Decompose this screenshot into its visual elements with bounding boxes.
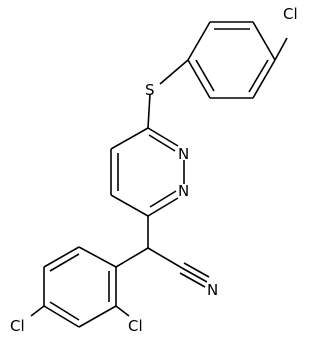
bond xyxy=(115,247,149,268)
bond xyxy=(78,305,117,328)
bond-lines xyxy=(30,21,288,328)
chemical-structure-diagram: Cl S N N N Cl Cl xyxy=(10,5,298,335)
bond xyxy=(115,305,130,317)
bond xyxy=(148,134,176,152)
bond xyxy=(179,272,206,288)
bond xyxy=(110,127,149,150)
bond xyxy=(159,59,189,85)
bond xyxy=(195,59,215,92)
bond xyxy=(252,59,276,99)
bond xyxy=(147,127,179,147)
bond xyxy=(187,59,211,99)
bond xyxy=(43,246,80,268)
bond xyxy=(274,37,288,61)
bond xyxy=(187,21,211,61)
bond xyxy=(30,305,45,317)
bond xyxy=(149,190,177,208)
atom-s: S xyxy=(145,81,155,99)
bond xyxy=(147,197,179,217)
bond xyxy=(49,253,80,272)
bond xyxy=(43,305,80,328)
atom-n-nitrile: N xyxy=(207,281,218,299)
bond xyxy=(252,21,276,61)
bond xyxy=(110,194,149,217)
atom-n-upper: N xyxy=(178,145,189,163)
bond xyxy=(78,246,117,268)
atom-labels: Cl S N N N Cl Cl xyxy=(10,5,298,335)
atom-cl-bottom-left: Cl xyxy=(10,317,25,335)
bond xyxy=(147,247,183,269)
bond xyxy=(147,93,151,129)
bond xyxy=(183,262,210,278)
bond xyxy=(248,59,269,93)
atom-n-lower: N xyxy=(178,182,189,200)
bond xyxy=(49,301,80,321)
atom-cl-bottom-right: Cl xyxy=(128,317,143,335)
bond xyxy=(181,267,208,283)
atom-cl-top: Cl xyxy=(283,5,298,23)
